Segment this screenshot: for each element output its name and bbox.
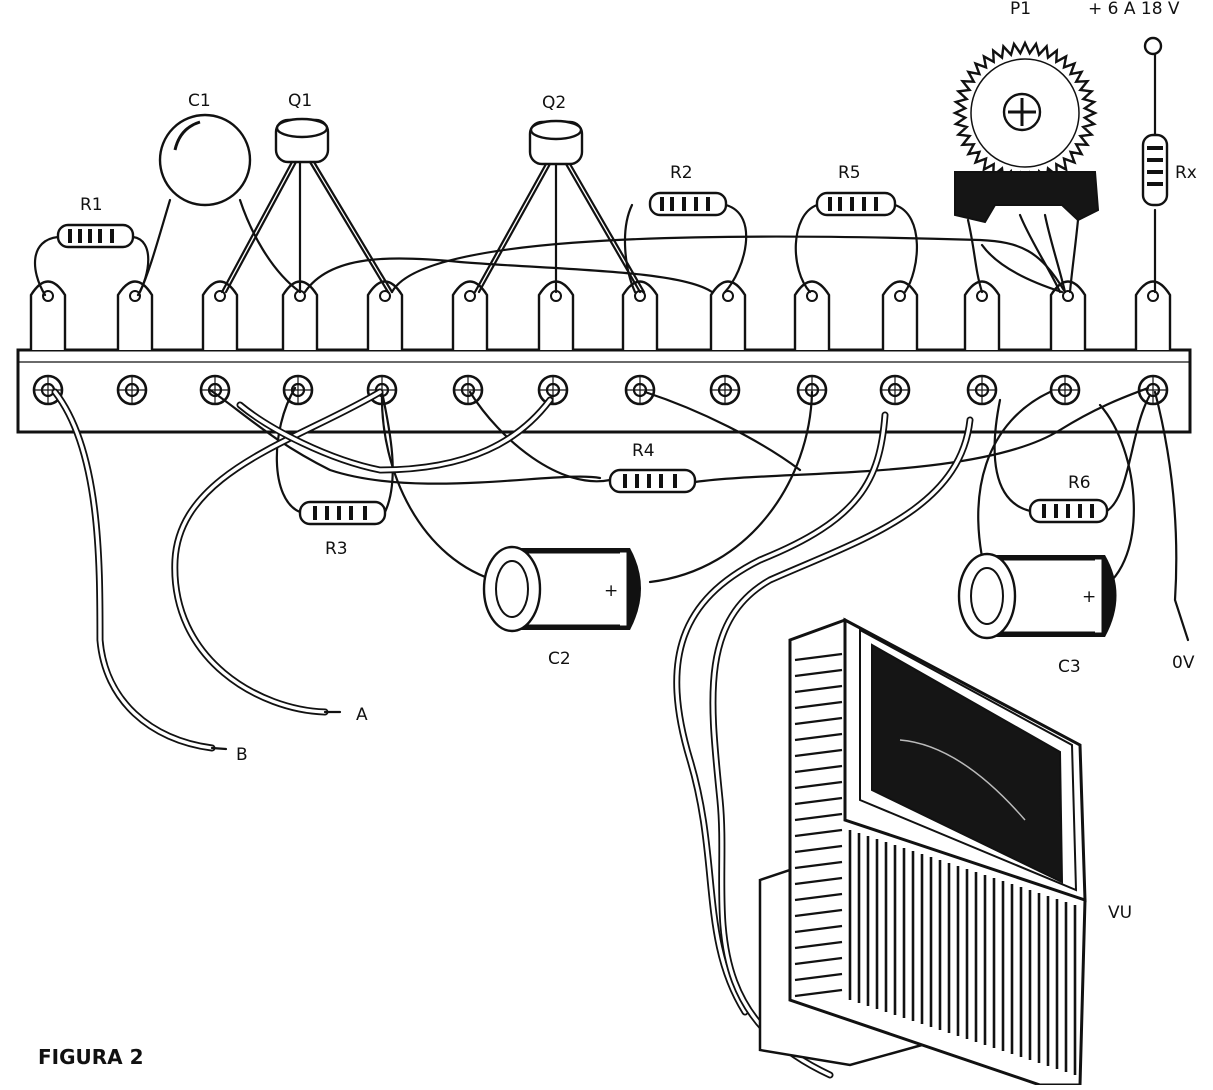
potentiometer-p1: P1 xyxy=(952,0,1100,294)
solder-lug xyxy=(201,280,239,350)
transistor-q1: Q1 xyxy=(220,91,394,294)
eyelet xyxy=(796,374,828,406)
side-slat xyxy=(794,796,843,806)
label-r2: R2 xyxy=(670,163,693,183)
input-cables: B A xyxy=(51,388,554,765)
vu-side-grille xyxy=(794,652,843,998)
eyelet xyxy=(709,374,741,406)
label-r4: R4 xyxy=(632,441,655,461)
label-r3: R3 xyxy=(325,539,348,559)
resistor-r3: R3 xyxy=(298,500,387,559)
solder-lug xyxy=(881,280,919,350)
side-slat xyxy=(794,972,843,982)
solder-lug xyxy=(1049,280,1087,350)
side-slat xyxy=(794,764,843,774)
vu-grille xyxy=(848,830,1077,1075)
terminal-strip xyxy=(16,280,1192,434)
side-slat xyxy=(794,812,843,822)
solder-lug xyxy=(1134,280,1172,350)
label-r6: R6 xyxy=(1068,473,1091,493)
eyelet xyxy=(624,374,656,406)
label-r5: R5 xyxy=(838,163,861,183)
eyelet xyxy=(116,374,148,406)
c3-polarity: + xyxy=(1082,587,1096,607)
side-slat xyxy=(794,780,843,790)
label-r1: R1 xyxy=(80,195,103,215)
supply-label: + 6 A 18 V xyxy=(1088,0,1180,19)
side-slat xyxy=(794,748,843,758)
terminal-eyelets xyxy=(32,374,1169,406)
capacitor-c1: C1 xyxy=(158,91,252,207)
side-slat xyxy=(794,908,843,918)
label-rx: Rx xyxy=(1175,163,1197,183)
solder-lug xyxy=(29,280,67,350)
side-slat xyxy=(794,732,843,742)
label-q2: Q2 xyxy=(542,93,566,113)
side-slat xyxy=(794,988,843,998)
side-slat xyxy=(794,956,843,966)
side-slat xyxy=(794,668,843,678)
side-slat xyxy=(794,652,843,662)
label-c1: C1 xyxy=(188,91,211,111)
solder-lugs xyxy=(29,280,1172,350)
side-slat xyxy=(794,828,843,838)
solder-lug xyxy=(116,280,154,350)
solder-lug xyxy=(537,280,575,350)
eyelet xyxy=(1049,374,1081,406)
eyelet xyxy=(199,374,231,406)
transistor-q2: Q2 xyxy=(473,93,646,294)
eyelet xyxy=(452,374,484,406)
eyelet xyxy=(537,374,569,406)
solder-lug xyxy=(366,280,404,350)
resistor-r5: R5 xyxy=(815,163,897,217)
side-slat xyxy=(794,940,843,950)
solder-lug xyxy=(621,280,659,350)
label-q1: Q1 xyxy=(288,91,312,111)
side-slat xyxy=(794,860,843,870)
resistor-r6: R6 xyxy=(1028,473,1109,524)
capacitor-c2: + C2 xyxy=(482,545,641,669)
figure-caption: FIGURA 2 xyxy=(38,1045,144,1069)
label-b: B xyxy=(236,745,248,765)
resistor-r2: R2 xyxy=(648,163,728,217)
label-c3: C3 xyxy=(1058,657,1081,677)
c2-polarity: + xyxy=(604,581,618,601)
label-p1: P1 xyxy=(1010,0,1031,19)
side-slat xyxy=(794,684,843,694)
resistor-r4: R4 xyxy=(608,441,697,494)
vu-meter: VU xyxy=(758,617,1132,1087)
solder-lug xyxy=(793,280,831,350)
vu-cables xyxy=(673,411,974,1079)
side-slat xyxy=(794,700,843,710)
eyelet xyxy=(879,374,911,406)
solder-lug xyxy=(963,280,1001,350)
side-slat xyxy=(794,892,843,902)
eyelet xyxy=(966,374,998,406)
solder-lug xyxy=(451,280,489,350)
resistor-r1: R1 xyxy=(56,195,135,249)
label-vu: VU xyxy=(1108,903,1132,923)
resistor-rx: Rx xyxy=(1141,133,1197,207)
capacitor-c3: + C3 xyxy=(957,552,1117,677)
solder-lug xyxy=(709,280,747,350)
top-wiring xyxy=(33,36,1163,297)
side-slat xyxy=(794,876,843,886)
label-c2: C2 xyxy=(548,649,571,669)
side-slat xyxy=(794,924,843,934)
label-a: A xyxy=(356,705,368,725)
label-0v: 0V xyxy=(1172,653,1195,673)
side-slat xyxy=(794,716,843,726)
side-slat xyxy=(794,844,843,854)
